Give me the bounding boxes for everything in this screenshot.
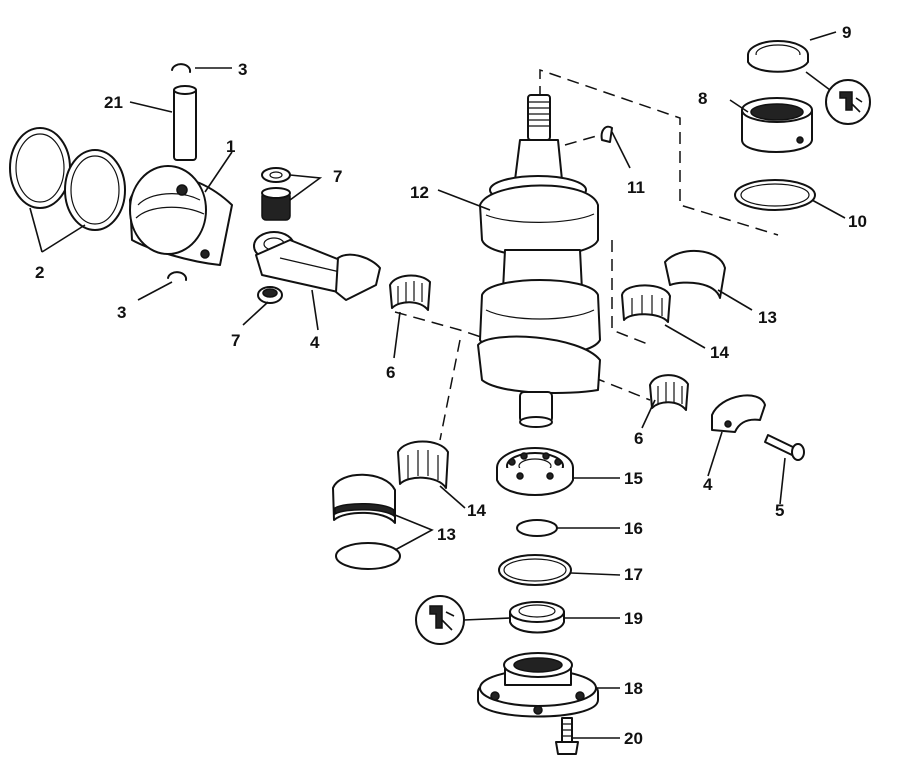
piston xyxy=(129,165,233,266)
callout-6-upper: 6 xyxy=(386,363,395,382)
callout-7-upper: 7 xyxy=(333,167,342,186)
callout-4-cap: 4 xyxy=(703,475,713,494)
retaining-ring-13 xyxy=(335,542,401,570)
seal xyxy=(747,40,809,73)
snap-ring xyxy=(516,519,558,537)
callout-5: 5 xyxy=(775,501,784,520)
bearing-cage-lower xyxy=(649,374,689,411)
wrist-pin xyxy=(173,85,197,161)
bearing-cage-upper xyxy=(389,274,431,311)
upper-main-bearing xyxy=(741,97,813,153)
grease-gun-icon xyxy=(415,595,465,645)
callout-4-rod: 4 xyxy=(310,333,320,352)
callout-11: 11 xyxy=(627,178,645,197)
lower-seal xyxy=(509,601,565,634)
callout-8: 8 xyxy=(698,89,707,108)
retaining-rings xyxy=(167,63,192,281)
callout-15: 15 xyxy=(624,469,643,488)
piston-rings xyxy=(9,127,126,231)
callout-17: 17 xyxy=(624,565,643,584)
callout-labels: 1 2 3 3 4 4 5 6 6 7 7 8 9 10 11 12 13 13… xyxy=(35,23,867,748)
callout-12: 12 xyxy=(410,183,429,202)
callout-13-left: 13 xyxy=(437,525,456,544)
assembly-guide-lines xyxy=(394,68,779,441)
bearing-housing xyxy=(477,652,599,718)
callout-10: 10 xyxy=(848,212,867,231)
callout-13-right: 13 xyxy=(758,308,777,327)
callout-20: 20 xyxy=(624,729,643,748)
o-ring-upper xyxy=(734,179,816,211)
grease-gun-icon xyxy=(825,79,871,125)
callout-16: 16 xyxy=(624,519,643,538)
o-ring-lower xyxy=(498,554,572,586)
housing-screw xyxy=(555,717,579,755)
bearing-race-right xyxy=(664,250,726,299)
woodruff-key xyxy=(600,125,613,143)
ball-bearing xyxy=(496,447,574,496)
rod-cap xyxy=(711,394,766,433)
callout-7-lower: 7 xyxy=(231,331,240,350)
needle-bearing-upper xyxy=(261,167,291,221)
callout-9: 9 xyxy=(842,23,851,42)
callout-1: 1 xyxy=(226,137,235,156)
bearing-cage-14-right xyxy=(621,284,671,323)
callout-21: 21 xyxy=(104,93,123,112)
rod-cap-screw xyxy=(764,434,805,461)
callout-19: 19 xyxy=(624,609,643,628)
callout-3-top: 3 xyxy=(238,60,247,79)
callout-6-lower: 6 xyxy=(634,429,643,448)
leader-lines xyxy=(29,31,846,739)
callout-2: 2 xyxy=(35,263,44,282)
callout-14-left: 14 xyxy=(467,501,486,520)
needle-bearing-lower xyxy=(257,286,283,304)
callout-14-right: 14 xyxy=(710,343,729,362)
callout-3-bottom: 3 xyxy=(117,303,126,322)
callout-18: 18 xyxy=(624,679,643,698)
connecting-rod xyxy=(253,231,381,301)
crankshaft xyxy=(477,94,601,428)
bearing-cage-14-left xyxy=(397,440,449,489)
bearing-race-left xyxy=(332,473,396,524)
